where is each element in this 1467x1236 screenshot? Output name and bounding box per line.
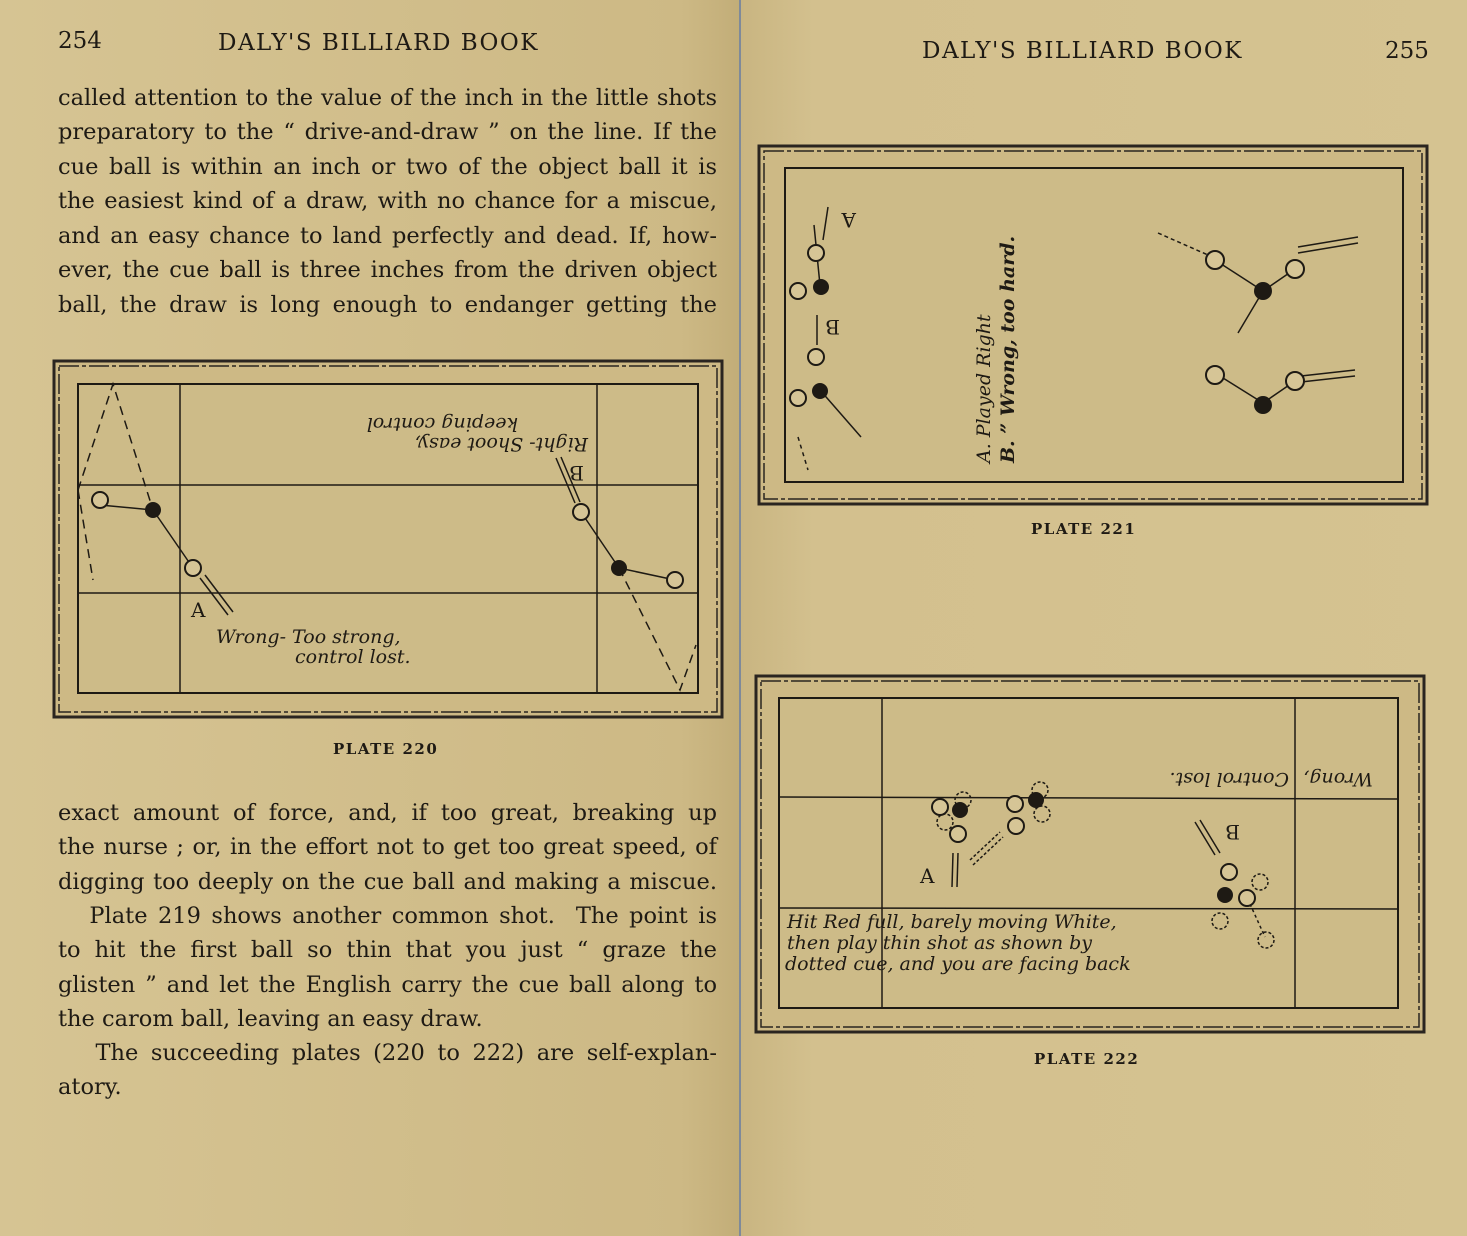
text-line: Plate 219 shows another common shot. The… bbox=[58, 903, 717, 929]
red-ball bbox=[813, 279, 829, 295]
text-line: atory. bbox=[58, 1074, 122, 1100]
left-page: 254 DALY'S BILLIARD BOOK called attentio… bbox=[0, 0, 740, 1236]
note-wrong: control lost. bbox=[295, 646, 411, 668]
plate-222-diagram: A B Wrong, Control lost. Hit Red full, b… bbox=[754, 674, 1426, 1034]
label-b: B bbox=[1225, 820, 1240, 844]
legend-a: A. Played Right bbox=[973, 314, 995, 465]
cue-ball bbox=[572, 503, 590, 521]
text-line: the easiest kind of a draw, with no chan… bbox=[58, 188, 717, 214]
cue-ball bbox=[184, 559, 202, 577]
plate-221-diagram: A B B A A. Played Right B. ” Wrong, too … bbox=[757, 144, 1429, 506]
text-line: digging too deeply on the cue ball and m… bbox=[58, 869, 717, 895]
running-head: DALY'S BILLIARD BOOK bbox=[218, 30, 539, 56]
legend-b: B. ” Wrong, too hard. bbox=[997, 236, 1019, 464]
cue-ball bbox=[91, 491, 109, 509]
red-ball bbox=[1254, 396, 1272, 414]
red-ball bbox=[952, 802, 968, 818]
table-bed bbox=[784, 167, 1404, 483]
page-number: 255 bbox=[1385, 38, 1429, 64]
note-right: Right- Shoot easy, bbox=[415, 433, 589, 455]
note-wrong: Wrong- Too strong, bbox=[216, 626, 401, 648]
red-ball bbox=[1028, 792, 1044, 808]
note-right: keeping control bbox=[367, 413, 518, 435]
text-line: and an easy chance to land perfectly and… bbox=[58, 223, 717, 249]
note-line: Hit Red full, barely moving White, bbox=[786, 911, 1117, 933]
text-line: ever, the cue ball is three inches from … bbox=[58, 257, 717, 283]
label-a: A bbox=[841, 208, 857, 232]
plate-caption: PLATE 222 bbox=[1034, 1050, 1140, 1068]
note-wrong: Wrong, bbox=[1303, 768, 1373, 790]
text-line: exact amount of force, and, if too great… bbox=[58, 800, 717, 826]
note-line: then play thin shot as shown by bbox=[787, 932, 1092, 954]
note-line: dotted cue, and you are facing back bbox=[785, 953, 1131, 975]
red-ball bbox=[812, 383, 828, 399]
object-ball bbox=[666, 571, 684, 589]
plate-caption: PLATE 220 bbox=[333, 740, 439, 758]
text-line: ball, the draw is long enough to endange… bbox=[58, 292, 717, 318]
running-head: DALY'S BILLIARD BOOK bbox=[922, 38, 1243, 64]
label-b: B bbox=[825, 315, 840, 339]
text-line: preparatory to the “ drive-and-draw ” on… bbox=[58, 119, 717, 145]
text-line: glisten ” and let the English carry the … bbox=[58, 972, 717, 998]
label-a: A bbox=[190, 598, 206, 622]
text-line: to hit the first ball so thin that you j… bbox=[58, 937, 717, 963]
text-line: The succeeding plates (220 to 222) are s… bbox=[58, 1040, 717, 1066]
book-gutter bbox=[739, 0, 741, 1236]
red-ball bbox=[1254, 282, 1272, 300]
red-ball bbox=[145, 502, 161, 518]
red-ball bbox=[611, 560, 627, 576]
page-number: 254 bbox=[58, 28, 102, 54]
text-line: the carom ball, leaving an easy draw. bbox=[58, 1006, 483, 1032]
plate-220-diagram: A B Wrong- Too strong, control lost. Rig… bbox=[52, 359, 724, 719]
note-control-lost: Control lost. bbox=[1170, 768, 1289, 790]
label-b: B bbox=[569, 461, 584, 485]
text-line: the nurse ; or, in the effort not to get… bbox=[58, 834, 717, 860]
right-page: DALY'S BILLIARD BOOK 255 A B B A A. Play… bbox=[741, 0, 1467, 1236]
text-line: cue ball is within an inch or two of the… bbox=[58, 154, 717, 180]
label-a: A bbox=[919, 864, 935, 888]
table-bed bbox=[77, 383, 699, 694]
red-ball bbox=[1217, 887, 1233, 903]
text-line: called attention to the value of the inc… bbox=[58, 85, 717, 111]
plate-caption: PLATE 221 bbox=[1031, 520, 1137, 538]
